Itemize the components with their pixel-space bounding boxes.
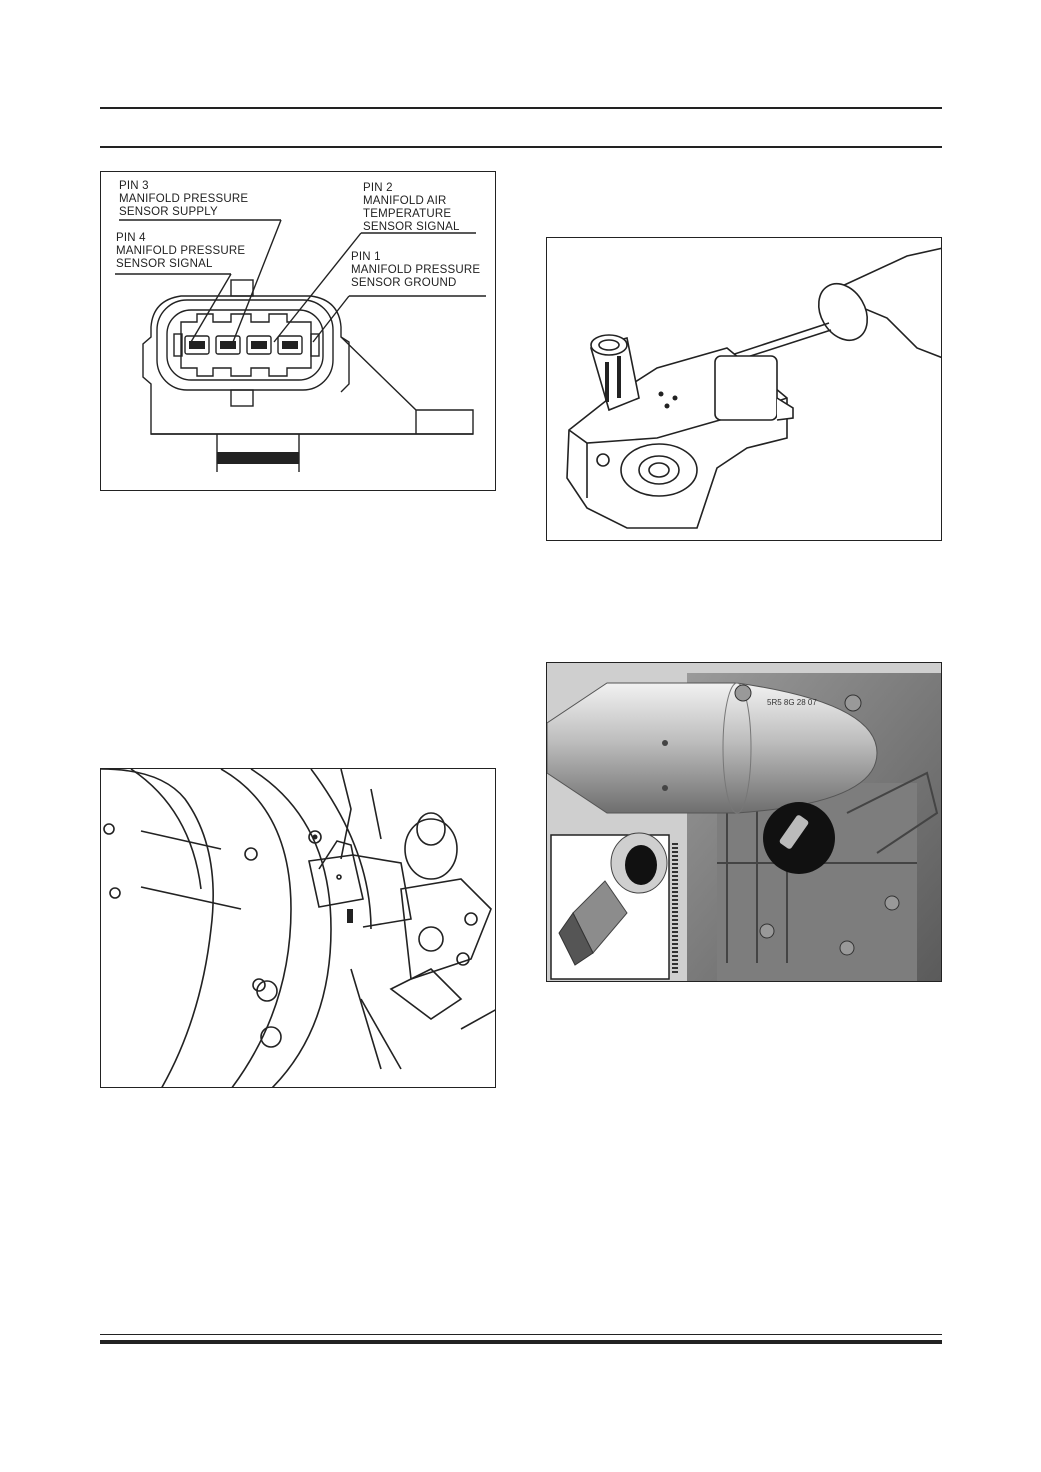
installed-sensor-drawing xyxy=(101,769,495,1087)
sensor-removal-figure xyxy=(546,237,942,541)
footer-rule-thin xyxy=(100,1334,942,1336)
inset-part-code: 5R5 8G 28 07 xyxy=(767,698,817,707)
pin1-label: PIN 1 MANIFOLD PRESSURE SENSOR GROUND xyxy=(351,251,481,289)
screwdriver-sensor-drawing xyxy=(566,247,941,529)
footer-rule-thick xyxy=(100,1340,942,1344)
engine-render: 5R5 8G 28 07 xyxy=(547,663,941,981)
sensor-installed-figure xyxy=(100,768,496,1088)
connector-drawing xyxy=(115,219,486,472)
pin2-label: PIN 2 MANIFOLD AIR TEMPERATURE SENSOR SI… xyxy=(363,182,460,233)
header-rule-top xyxy=(100,107,942,109)
pin3-label: PIN 3 MANIFOLD PRESSURE SENSOR SUPPLY xyxy=(119,180,249,218)
engine-location-figure: 5R5 8G 28 07 xyxy=(546,662,942,982)
header-rule-bottom xyxy=(100,146,942,148)
pin4-label: PIN 4 MANIFOLD PRESSURE SENSOR SIGNAL xyxy=(116,232,246,270)
connector-pinout-figure: PIN 3 MANIFOLD PRESSURE SENSOR SUPPLY PI… xyxy=(100,171,496,491)
